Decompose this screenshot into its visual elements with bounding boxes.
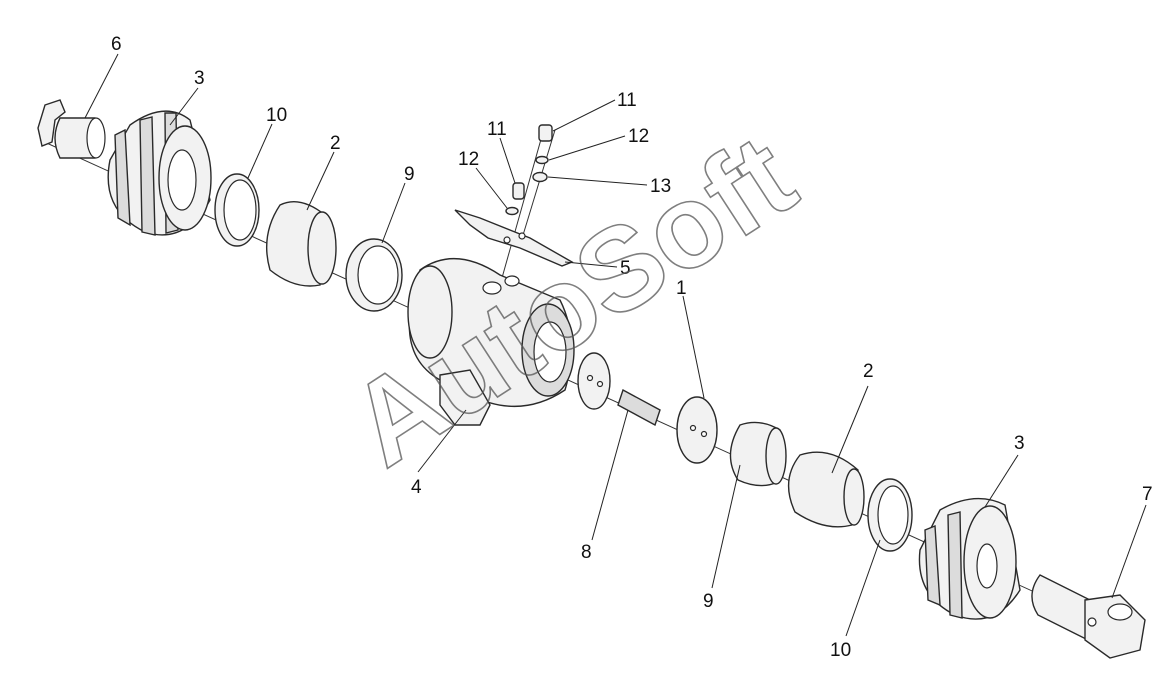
vertical-axis-right — [519, 129, 556, 246]
callout-2b: 2 — [863, 361, 874, 382]
leader-1 — [682, 295, 705, 399]
leader-7 — [1111, 504, 1147, 599]
part-2-sleeve-left — [265, 201, 337, 287]
leader-8 — [591, 409, 629, 541]
leader-2b — [831, 385, 869, 474]
callout-1: 1 — [676, 278, 687, 299]
callout-9a: 9 — [404, 164, 415, 185]
part-11-screw-b — [538, 124, 553, 142]
callout-2a: 2 — [330, 133, 341, 154]
part-11-screw-a — [512, 182, 525, 200]
leader-6 — [84, 53, 119, 119]
part-12-washer-a — [505, 206, 519, 216]
leader-4 — [417, 409, 467, 473]
callout-3b: 3 — [1014, 433, 1025, 454]
leader-11b — [552, 99, 616, 132]
leader-10a — [247, 123, 273, 179]
leader-10b — [845, 539, 881, 637]
callout-11b: 11 — [617, 90, 637, 111]
leader-9a — [381, 182, 406, 244]
leader-2a — [306, 151, 335, 211]
callout-4: 4 — [411, 477, 422, 498]
callout-12b: 12 — [628, 126, 649, 147]
part-4-body — [407, 258, 575, 426]
callout-9b: 9 — [703, 591, 714, 612]
part-3-nut-right — [918, 497, 1021, 620]
callout-10b: 10 — [830, 640, 851, 661]
part-9-ring-right — [729, 421, 787, 487]
part-3-nut-left — [107, 110, 212, 236]
part-10-ring-left — [214, 173, 260, 247]
leader-11a — [499, 137, 516, 184]
part-6-nipple — [37, 99, 106, 159]
part-disc-left — [577, 352, 611, 410]
vertical-axis-left — [499, 124, 546, 286]
part-13-washer — [532, 171, 548, 183]
leader-13 — [547, 176, 648, 186]
callout-12a: 12 — [458, 149, 479, 170]
callout-10a: 10 — [266, 105, 287, 126]
leader-3a — [169, 87, 199, 126]
part-8-spring — [617, 388, 661, 427]
part-9-ring-left — [345, 238, 403, 312]
part-1-disc — [676, 396, 718, 464]
callout-6: 6 — [111, 34, 122, 55]
callout-3a: 3 — [194, 68, 205, 89]
callout-11a: 11 — [487, 119, 507, 140]
callout-8: 8 — [581, 542, 592, 563]
leader-3b — [984, 454, 1019, 508]
callout-7: 7 — [1142, 484, 1153, 505]
part-12-washer-b — [535, 155, 549, 165]
part-2-sleeve-right — [787, 451, 865, 528]
leader-9b — [711, 464, 741, 589]
part-7-banjo — [1031, 574, 1146, 659]
leader-5 — [564, 261, 618, 268]
leader-12a — [475, 167, 508, 209]
callout-13: 13 — [650, 176, 671, 197]
part-10-ring-right — [867, 478, 913, 552]
callout-5: 5 — [620, 258, 631, 279]
leader-12b — [548, 135, 626, 161]
part-5-plate — [454, 209, 574, 267]
